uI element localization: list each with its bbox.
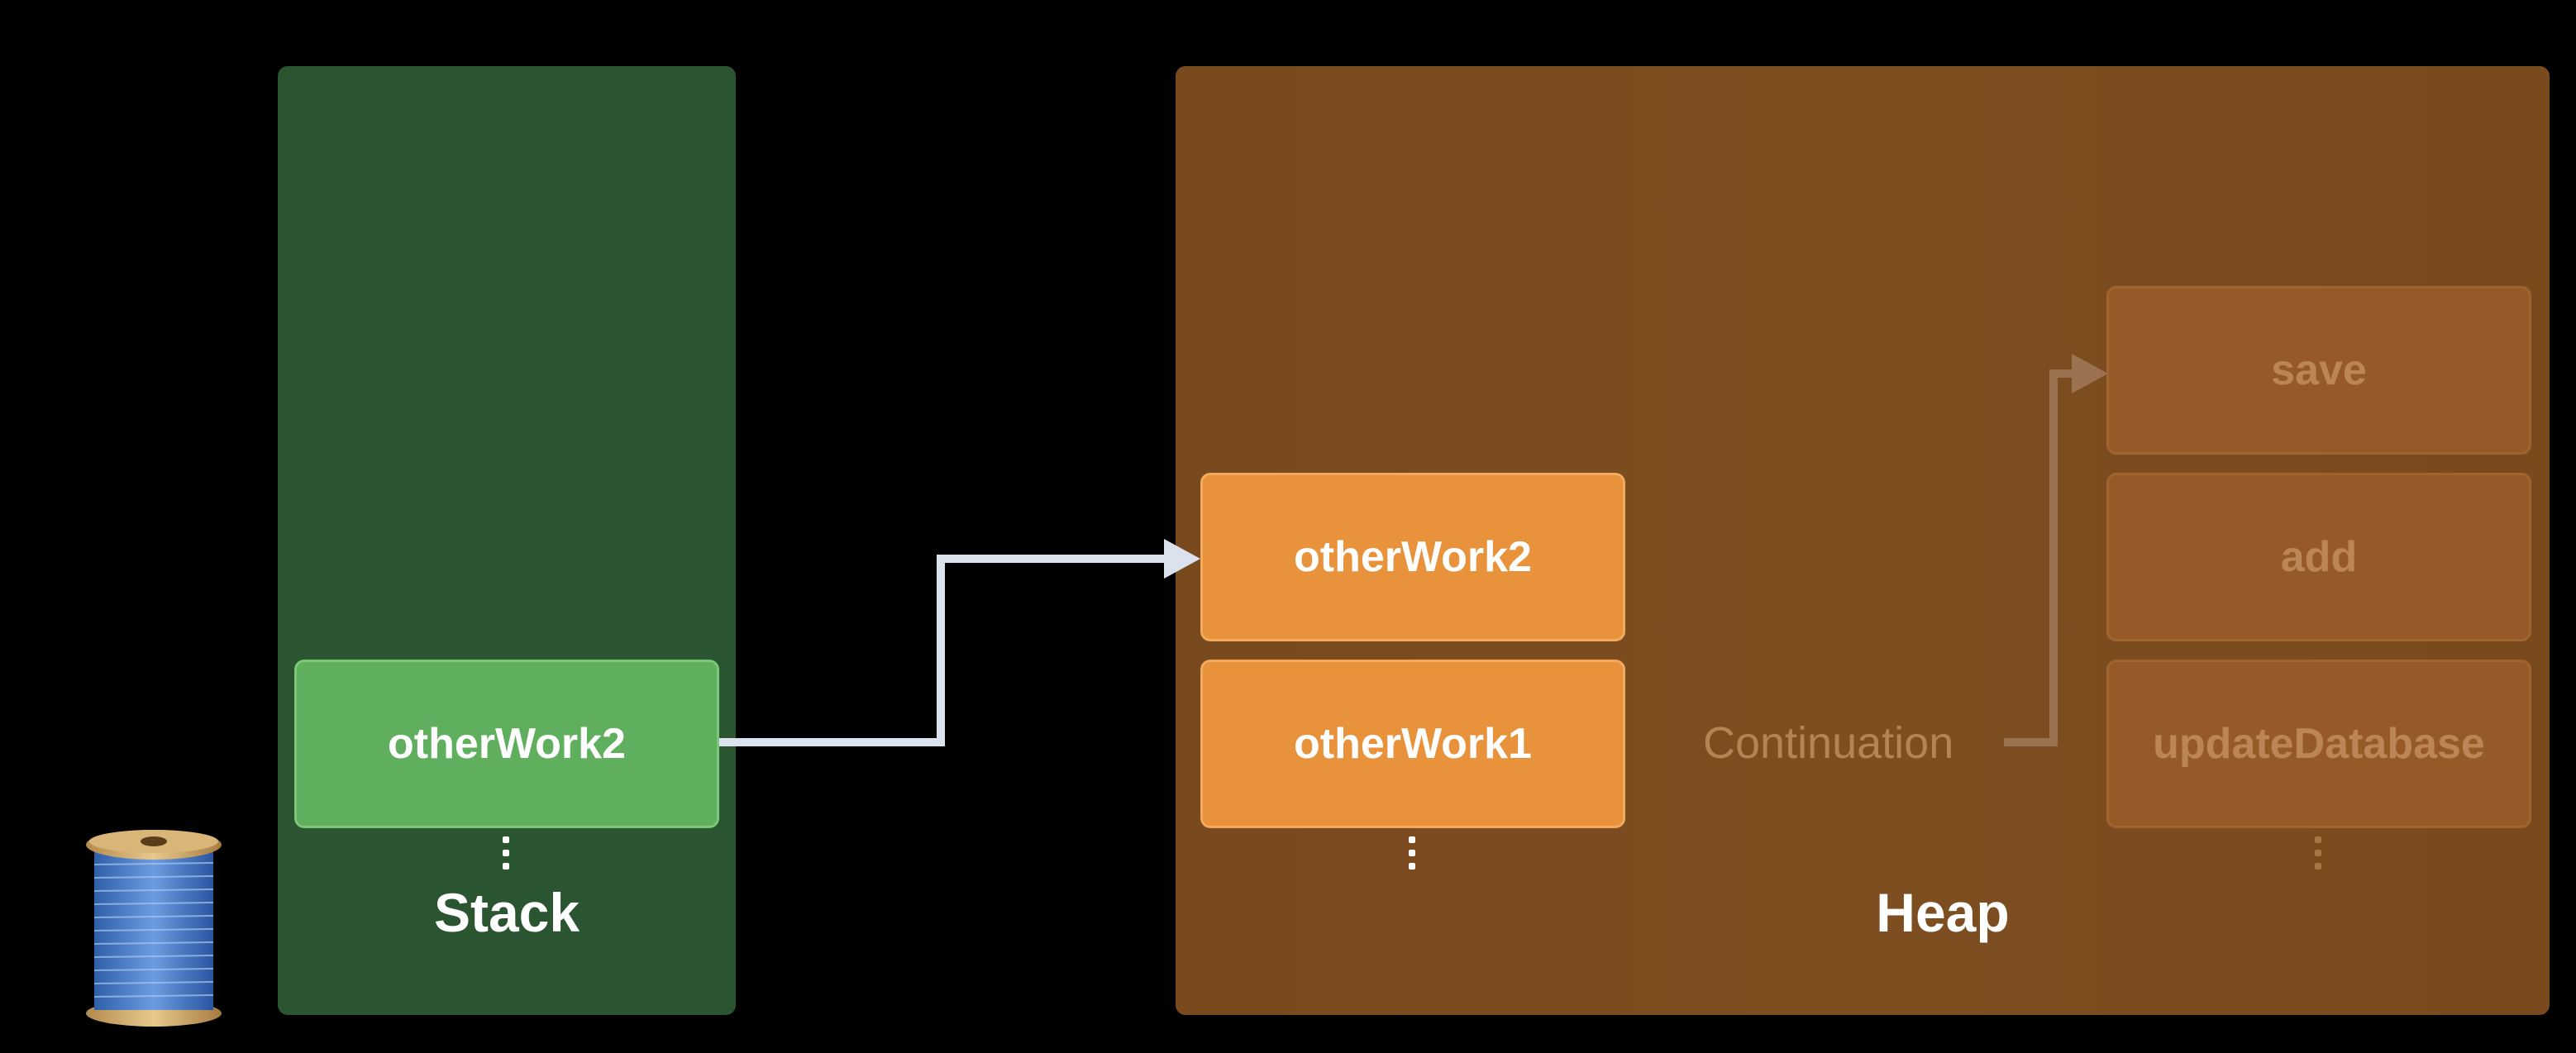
heap-frame-otherwork1: otherWork1 bbox=[1200, 660, 1625, 828]
heap-frame-label: otherWork1 bbox=[1294, 720, 1532, 768]
heap-active-dots bbox=[1409, 836, 1415, 876]
continuation-label: Continuation bbox=[1703, 718, 1954, 768]
stack-to-heap-arrow bbox=[719, 555, 1167, 746]
continuation-frame-label: save bbox=[2271, 346, 2367, 394]
stack-panel bbox=[278, 66, 736, 1015]
continuation-frame-updatedatabase: updateDatabase bbox=[2106, 660, 2531, 828]
continuation-dots bbox=[2315, 836, 2321, 876]
continuation-frame-label: updateDatabase bbox=[2153, 720, 2485, 768]
stack-frame-label: otherWork2 bbox=[388, 720, 626, 768]
stack-continuation-dots bbox=[503, 836, 509, 876]
stack-label: Stack bbox=[433, 882, 580, 943]
continuation-frame-add: add bbox=[2106, 473, 2531, 641]
continuation-frame-label: add bbox=[2280, 533, 2358, 581]
heap-frame-label: otherWork2 bbox=[1294, 533, 1532, 581]
heap-label: Heap bbox=[1876, 882, 2010, 943]
continuation-frame-save: save bbox=[2106, 286, 2531, 455]
heap-frame-otherwork2: otherWork2 bbox=[1200, 473, 1625, 641]
stack-frame-otherwork2: otherWork2 bbox=[294, 660, 719, 828]
